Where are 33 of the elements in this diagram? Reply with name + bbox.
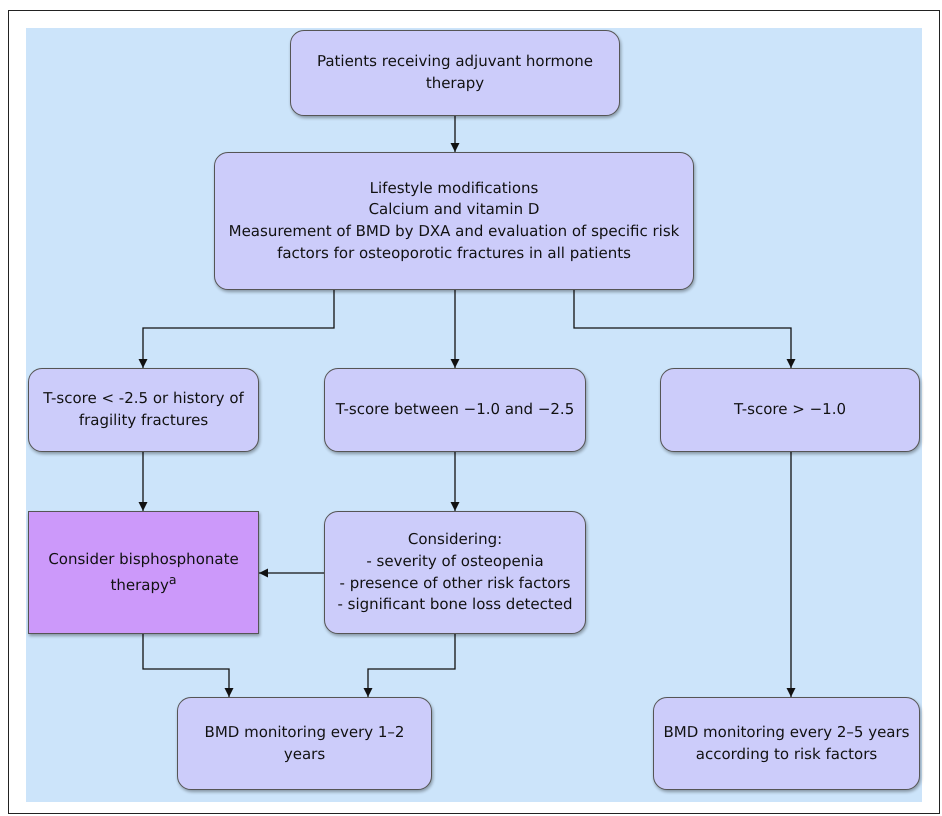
treatment-box [28, 511, 259, 634]
arrow [450, 116, 460, 152]
node-text: Patients receiving adjuvant hormone therapy [316, 51, 594, 94]
node-text: Lifestyle modifications [370, 178, 538, 198]
arrow [142, 634, 234, 697]
arrow [364, 634, 456, 697]
process-box [324, 511, 586, 634]
arrow [786, 452, 796, 697]
node-text: Consider bisphosphonate therapy$^{a}$ [47, 548, 240, 596]
node-text: - severity of osteopenia [366, 550, 544, 572]
node-text: Calcium and vitamin D [368, 199, 540, 220]
condition-box [28, 368, 259, 452]
node-text: T-score < -2.5 or history of fragility fractures [42, 388, 245, 431]
arrow [259, 568, 324, 578]
arrow [138, 452, 148, 511]
node-text: Measurement of BMD by DXA and evaluation of specific risk factors for osteoporotic fractures in all patients [228, 221, 680, 264]
node-text: T-score between −1.0 and −2.5 [336, 399, 574, 420]
outcome-box [177, 697, 432, 790]
node-text: BMD monitoring every 2–5 years according to risk factors [662, 722, 910, 764]
node-text: BMD monitoring every 1–2 years [204, 722, 406, 764]
arrow [573, 290, 796, 368]
node-text: - significant bone loss detected [337, 594, 573, 616]
node-text: Considering: [408, 529, 502, 550]
node-text: - presence of other risk factors [340, 572, 570, 594]
arrow [138, 290, 335, 368]
node-text: T-score > −1.0 [734, 399, 846, 420]
condition-box [324, 368, 586, 452]
outcome-box [653, 697, 920, 790]
process-box [214, 152, 694, 290]
process-box [290, 30, 620, 116]
arrow [450, 290, 460, 368]
condition-box [660, 368, 920, 452]
arrow [450, 452, 460, 511]
